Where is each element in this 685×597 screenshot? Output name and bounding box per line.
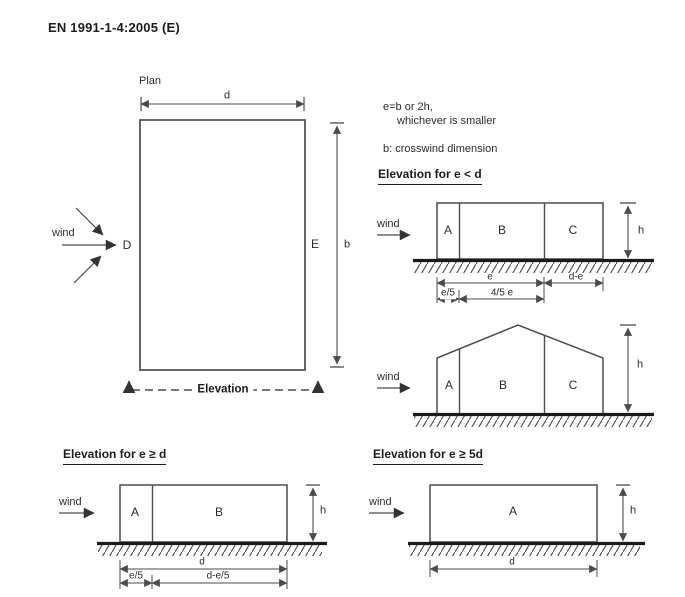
zone-a-label: A bbox=[508, 504, 518, 519]
ground-hatch bbox=[414, 262, 652, 273]
elevation-e-ge-d-diagram bbox=[59, 484, 327, 589]
zone-b-label: B bbox=[497, 223, 507, 238]
wind-label: wind bbox=[52, 227, 75, 239]
zone-c-label: C bbox=[568, 378, 578, 393]
ground-hatch bbox=[414, 416, 652, 427]
zone-b-label: B bbox=[214, 505, 224, 520]
plan-label: Plan bbox=[139, 75, 162, 87]
plan-wind-arrows bbox=[62, 207, 117, 284]
plan-building-outline bbox=[139, 119, 306, 371]
zone-a-label: A bbox=[444, 378, 454, 393]
ground-hatch bbox=[409, 545, 640, 556]
elevation-e-lt-d-pitched-diagram bbox=[377, 324, 654, 427]
zone-c-label: C bbox=[568, 223, 578, 238]
zone-a-label: A bbox=[130, 505, 140, 520]
building-outline bbox=[119, 484, 288, 543]
dim-h-label: h bbox=[637, 224, 645, 237]
page-title: EN 1991-1-4:2005 (E) bbox=[48, 20, 180, 35]
plan-dim-b-label: b bbox=[343, 238, 351, 251]
building-outline bbox=[436, 202, 604, 260]
note-b-definition: b: crosswind dimension bbox=[383, 143, 498, 155]
plan-dim-d-label: d bbox=[223, 89, 231, 102]
dim-45e-label: 4/5 e bbox=[490, 287, 514, 299]
zone-b-label: B bbox=[498, 378, 508, 393]
elevation-e-ge-5d-diagram bbox=[369, 484, 645, 577]
dim-d-label: d bbox=[509, 556, 515, 568]
dim-d-minus-e-label: d-e bbox=[568, 271, 584, 283]
zone-e-label: E bbox=[310, 237, 320, 252]
ground-hatch bbox=[98, 545, 322, 556]
heading-elevation-e-ge-5d: Elevation for e ≥ 5d bbox=[373, 447, 483, 465]
elevation-cut-label: Elevation bbox=[192, 383, 254, 397]
dim-e5-label: e/5 bbox=[128, 570, 144, 582]
dim-d-minus-e5-label: d-e/5 bbox=[206, 570, 230, 582]
wind-label: wind bbox=[59, 496, 82, 508]
wind-label: wind bbox=[377, 371, 400, 383]
plan-diagram bbox=[62, 97, 344, 393]
dim-e5-label: e/5 bbox=[440, 287, 456, 299]
dim-d-label: d bbox=[199, 556, 205, 568]
elevation-e-lt-d-flat-diagram bbox=[377, 202, 654, 304]
wind-label: wind bbox=[377, 218, 400, 230]
dim-e-label: e bbox=[487, 271, 493, 283]
zone-d-label: D bbox=[122, 238, 132, 253]
heading-elevation-e-lt-d: Elevation for e < d bbox=[378, 167, 482, 185]
dim-h-label: h bbox=[629, 504, 637, 517]
wind-label: wind bbox=[369, 496, 392, 508]
dim-h-label: h bbox=[636, 358, 644, 371]
note-e-rule-line1: e=b or 2h, bbox=[383, 101, 433, 113]
zone-a-label: A bbox=[443, 223, 453, 238]
heading-elevation-e-ge-d: Elevation for e ≥ d bbox=[63, 447, 167, 465]
building-outline bbox=[436, 324, 604, 413]
dim-h-label: h bbox=[319, 504, 327, 517]
note-e-rule-line2: whichever is smaller bbox=[397, 115, 497, 127]
